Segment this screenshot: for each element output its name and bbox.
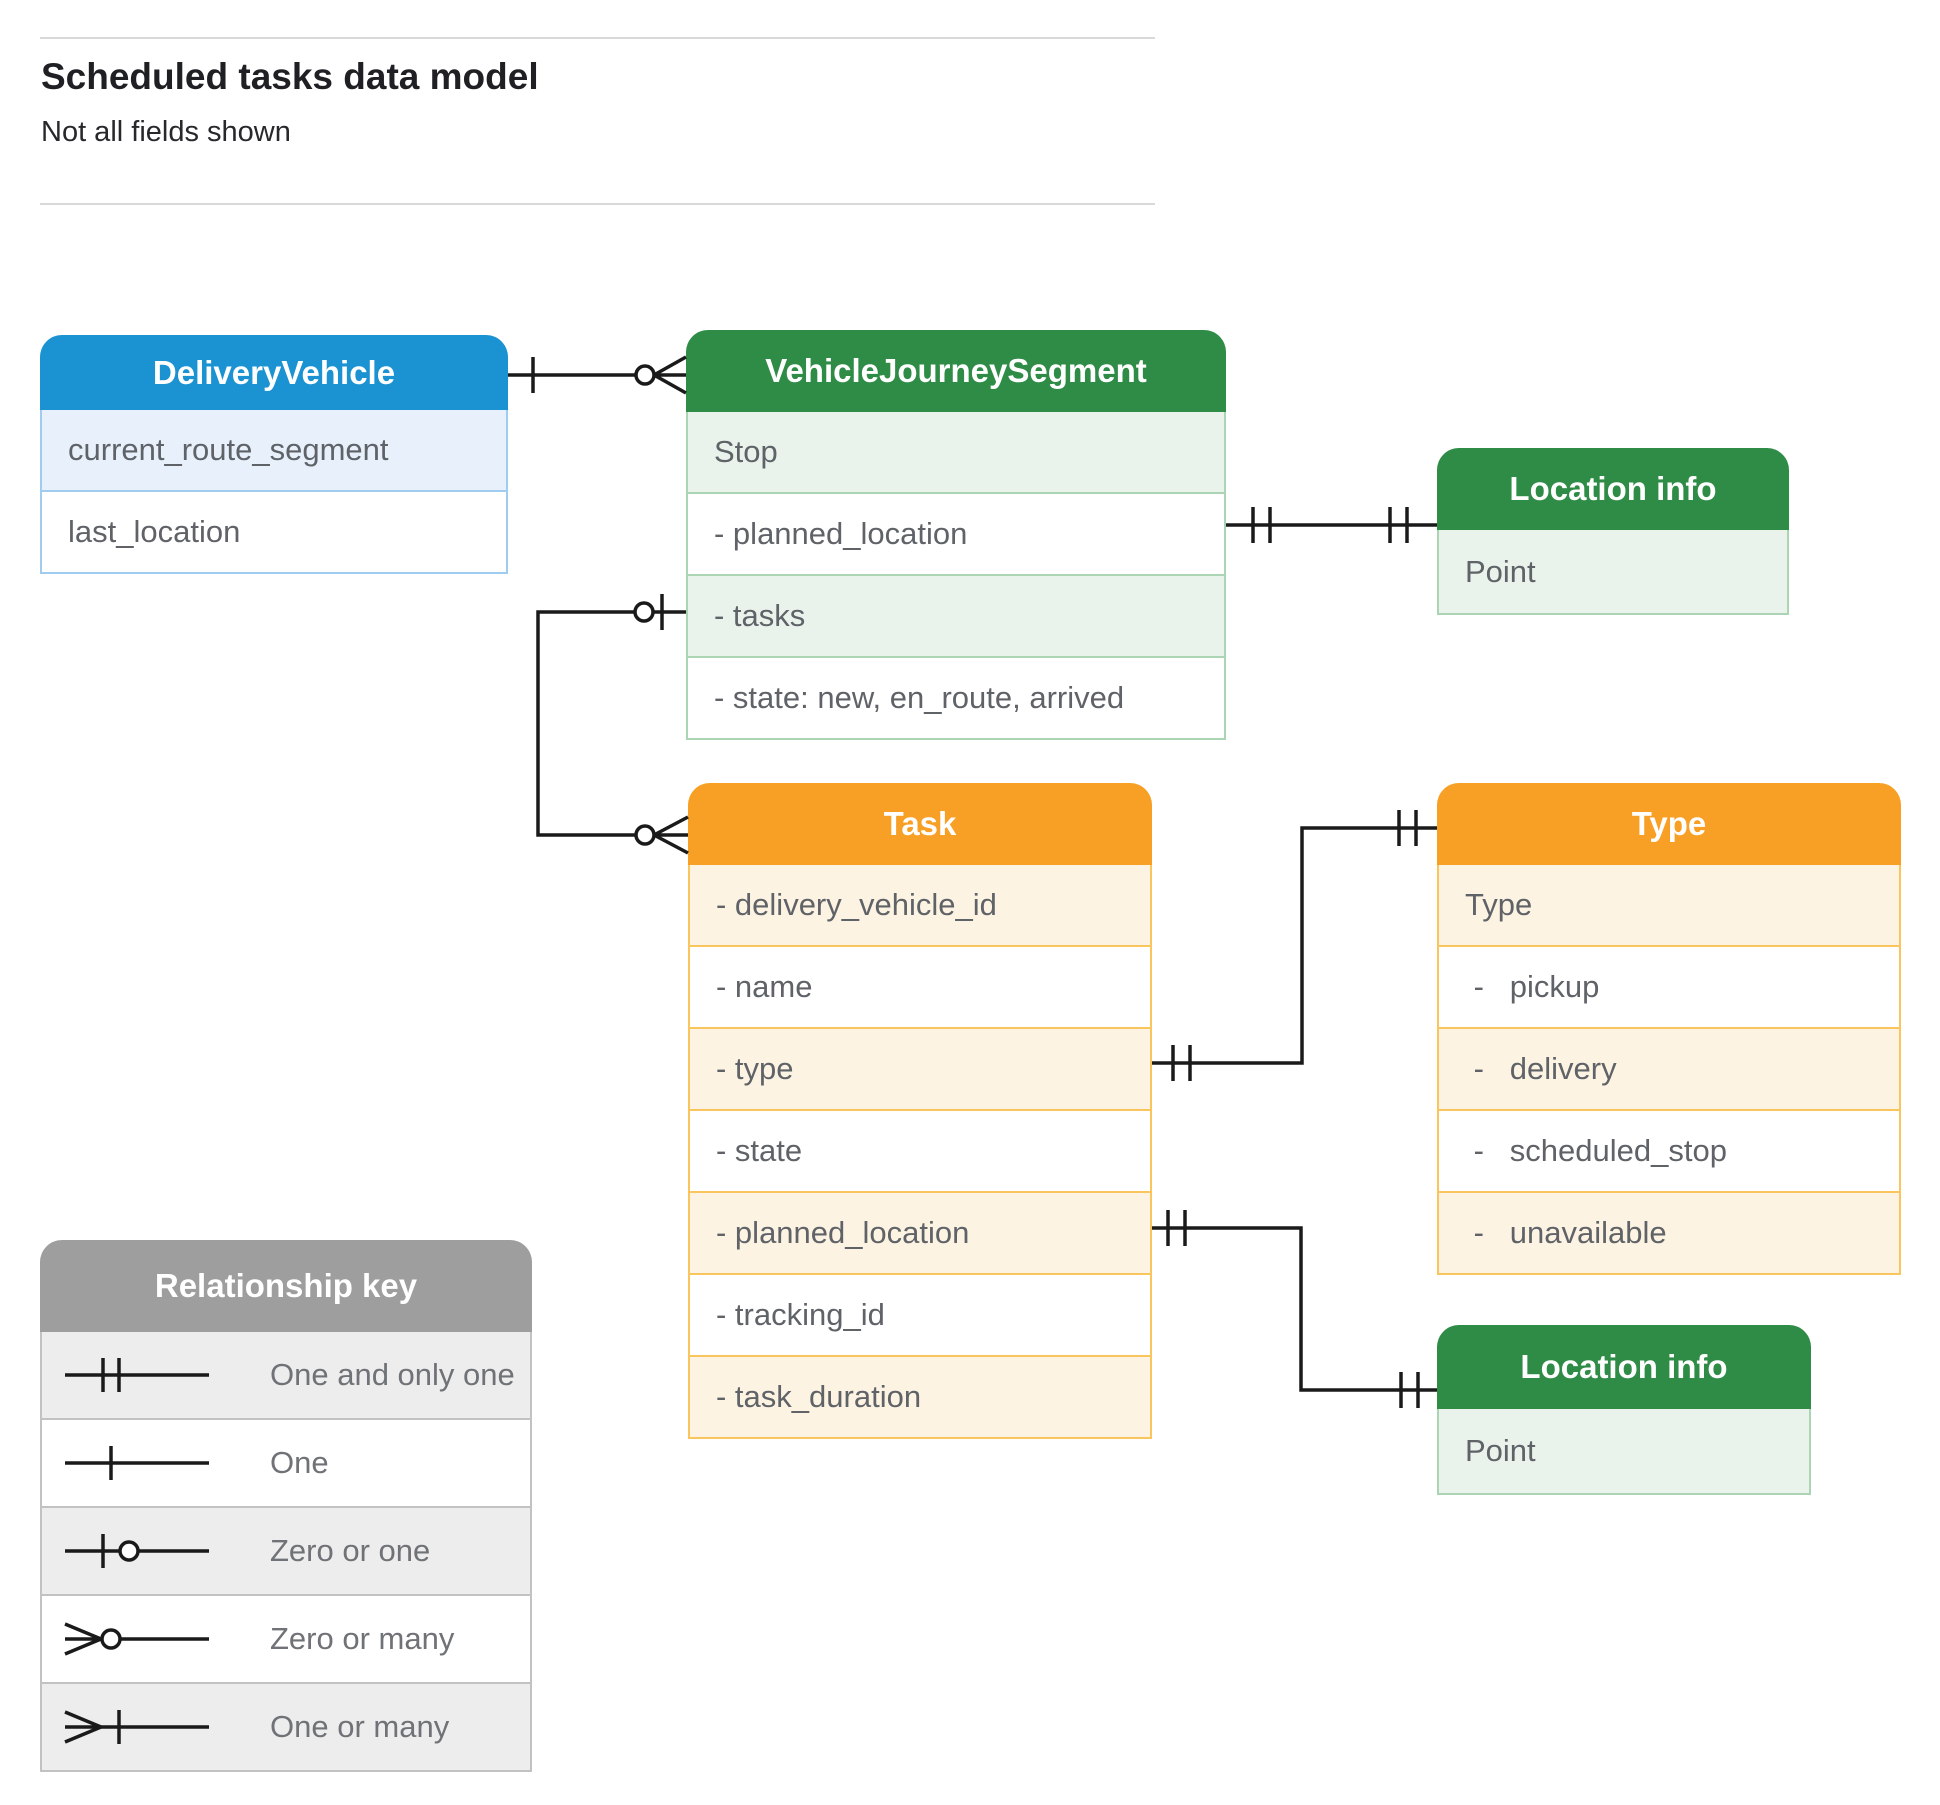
table-row: last_location <box>42 490 506 572</box>
legend-label: One <box>270 1445 329 1480</box>
cardinality-symbol-one-or-many <box>58 1697 230 1757</box>
relationship-vjs-tasks-task <box>536 594 689 855</box>
table-header-task: Task <box>688 783 1152 865</box>
legend-row: Zero or one <box>42 1506 530 1594</box>
table-header-location-info: Location info <box>1437 448 1789 530</box>
cardinality-symbol-one-and-only-one <box>58 1345 230 1405</box>
table-row: current_route_segment <box>42 410 506 490</box>
table-row: - state: new, en_route, arrived <box>688 656 1224 738</box>
table-row: Type <box>1439 865 1899 945</box>
table-row: - delivery_vehicle_id <box>690 865 1150 945</box>
table-row: - tasks <box>688 574 1224 656</box>
cardinality-symbol-one <box>58 1433 230 1493</box>
relationship-task-plannedlocation-locationinfo <box>1152 1210 1437 1408</box>
legend-row: One <box>42 1418 530 1506</box>
table-header-vehicle-journey-segment: VehicleJourneySegment <box>686 330 1226 412</box>
legend-label: Zero or many <box>270 1621 455 1656</box>
relationship-vjs-plannedlocation-locationinfo <box>1226 507 1437 543</box>
table-body: Point <box>1437 1409 1811 1495</box>
table-header-location-info: Location info <box>1437 1325 1811 1409</box>
table-row: - unavailable <box>1439 1191 1899 1273</box>
table-row: - delivery <box>1439 1027 1899 1109</box>
table-row: Stop <box>688 412 1224 492</box>
top-divider <box>40 37 1155 39</box>
relationship-deliveryvehicle-vehiclejourneysegment <box>508 355 687 395</box>
table-row: Point <box>1439 530 1787 613</box>
entity-table-type: Type Type - pickup - delivery - schedule… <box>1437 783 1901 1275</box>
legend-label: One or many <box>270 1709 450 1744</box>
table-header-type: Type <box>1437 783 1901 865</box>
legend-row: One and only one <box>42 1332 530 1418</box>
table-body: Point <box>1437 530 1789 615</box>
table-row: - tracking_id <box>690 1273 1150 1355</box>
legend-row: Zero or many <box>42 1594 530 1682</box>
table-body: Stop- planned_location- tasks- state: ne… <box>686 412 1226 740</box>
entity-table-location-info-bottom: Location info Point <box>1437 1325 1811 1495</box>
table-row: - planned_location <box>688 492 1224 574</box>
table-row: - name <box>690 945 1150 1027</box>
table-row: - state <box>690 1109 1150 1191</box>
legend-row: One or many <box>42 1682 530 1770</box>
table-row: - pickup <box>1439 945 1899 1027</box>
legend-label: One and only one <box>270 1357 515 1392</box>
table-row: - scheduled_stop <box>1439 1109 1899 1191</box>
entity-table-task: Task - delivery_vehicle_id- name- type- … <box>688 783 1152 1439</box>
legend-label: Zero or one <box>270 1533 431 1568</box>
table-body: Type - pickup - delivery - scheduled_sto… <box>1437 865 1901 1275</box>
relationship-task-type-type <box>1152 810 1437 1081</box>
entity-table-vehicle-journey-segment: VehicleJourneySegment Stop- planned_loca… <box>686 330 1226 740</box>
entity-table-location-info-top: Location info Point <box>1437 448 1789 615</box>
table-row: - planned_location <box>690 1191 1150 1273</box>
cardinality-symbol-zero-or-many <box>58 1609 230 1669</box>
cardinality-symbol-zero-or-one <box>58 1521 230 1581</box>
page-title: Scheduled tasks data model <box>41 56 539 97</box>
table-row: - task_duration <box>690 1355 1150 1437</box>
legend-header: Relationship key <box>40 1240 532 1332</box>
page-subtitle: Not all fields shown <box>41 116 291 148</box>
table-body: - delivery_vehicle_id- name- type- state… <box>688 865 1152 1439</box>
table-row: Point <box>1439 1409 1809 1493</box>
table-row: - type <box>690 1027 1150 1109</box>
table-header-delivery-vehicle: DeliveryVehicle <box>40 335 508 410</box>
title-divider <box>40 203 1155 205</box>
